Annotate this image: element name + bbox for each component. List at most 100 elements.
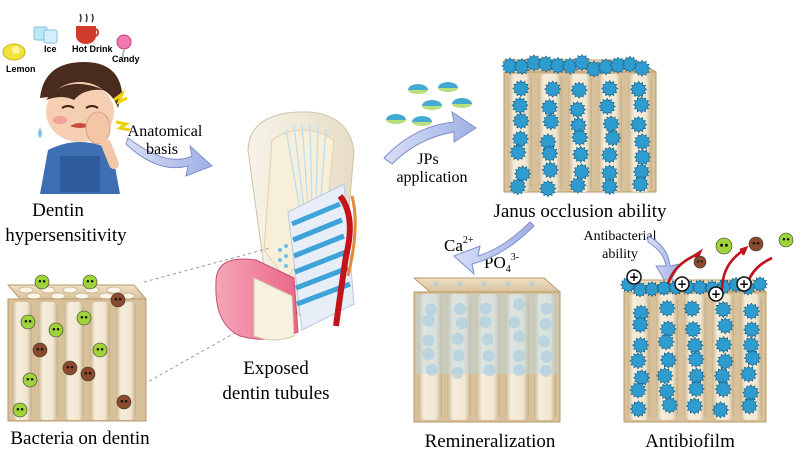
positive-charge-icons: + + + + — [626, 269, 752, 302]
jp-particle-icon — [633, 148, 652, 166]
mineral-particle-icon — [482, 349, 495, 362]
brown-bacterium-icon — [32, 342, 48, 358]
jp-particle-icon — [739, 365, 758, 383]
mineral-particle-icon — [512, 349, 525, 362]
anatomical-basis-label-line1: Anatomical — [128, 123, 203, 140]
ice-label: Ice — [44, 44, 57, 54]
jps-particles — [386, 82, 472, 126]
jp-particle-icon — [742, 384, 760, 402]
connector-line-top — [143, 247, 271, 283]
mineral-particle-icon — [513, 364, 526, 377]
mineral-particle-icon — [481, 333, 494, 346]
jp-particle-icon — [512, 112, 530, 130]
brown-bacterium-icon — [62, 360, 78, 376]
jp-particle-icon — [633, 59, 651, 77]
mineral-particle-icon — [537, 335, 550, 348]
jp-particle-icon — [525, 54, 543, 72]
mineral-particle-icon — [422, 314, 435, 327]
jp-particle-icon — [572, 163, 591, 181]
jp-particle-icon — [740, 397, 758, 415]
jp-particle-icon — [573, 53, 591, 72]
mineral-particle-icon — [513, 298, 526, 311]
green-bacterium-icon — [76, 310, 92, 326]
jp-particle-icon — [661, 396, 679, 414]
jp-particle-icon — [571, 145, 590, 164]
antibiofilm-particle-cluster — [620, 276, 768, 419]
green-bacterium-icon — [20, 314, 36, 330]
connector-line-bottom — [143, 329, 241, 385]
mineral-particle-icon — [422, 347, 435, 360]
jp-particle-icon — [656, 367, 674, 385]
mineral-particle-icon — [453, 303, 466, 316]
jp-particle-icon — [633, 133, 651, 151]
jp-particle-icon — [511, 96, 529, 115]
mineral-particle-icon — [479, 315, 492, 328]
jp-particle-icon — [716, 352, 734, 371]
green-bacterium-icon — [82, 274, 98, 290]
antibacterial-arrow — [647, 235, 681, 288]
jp-particle-icon — [511, 130, 530, 148]
lemon-icon — [2, 43, 26, 61]
remineralization-block — [412, 277, 562, 423]
jp-particle-icon — [602, 115, 620, 133]
jp-particle-icon — [659, 351, 678, 369]
jp-particle-icon — [685, 397, 704, 415]
candy-icon — [116, 34, 132, 61]
exposed-dentin-label-line2: dentin tubules — [222, 383, 329, 404]
brown-bacterium-icon — [693, 255, 707, 269]
jp-particle-icon — [631, 315, 649, 334]
jp-particle-icon — [632, 96, 651, 114]
remineralization-arrow — [453, 221, 535, 276]
mineral-particle-icon — [513, 330, 526, 343]
jp-particle-icon — [629, 80, 648, 99]
green-bacterium-icon — [715, 237, 733, 255]
jp-particle-icon — [658, 299, 676, 317]
jp-particle-icon — [633, 369, 651, 387]
mineral-particle-icon — [455, 317, 468, 330]
exposed-dentin-label-line1: Exposed — [243, 358, 309, 379]
dentin-hypersensitivity-label-line2: hypersensitivity — [5, 225, 127, 246]
jp-particle-icon — [539, 179, 557, 198]
jp-particle-icon — [687, 350, 705, 368]
jp-particle-icon — [597, 58, 615, 76]
jp-particle-icon — [714, 335, 733, 354]
stimuli-group — [2, 13, 132, 61]
janus-occlusion-label: Janus occlusion ability — [493, 201, 667, 222]
jp-particle-icon — [513, 165, 532, 183]
green-bacterium-icon — [12, 402, 28, 418]
remineralization-particle-cluster — [422, 298, 553, 379]
antibiofilm-label: Antibiofilm — [645, 431, 735, 452]
jp-particle-icon — [632, 304, 650, 322]
antibacterial-label-line2: ability — [602, 247, 638, 262]
jp-particle-icon — [509, 143, 527, 161]
jps-label-line2: application — [396, 169, 467, 186]
jp-particle-icon — [714, 300, 732, 319]
jp-particle-icon — [743, 321, 761, 339]
jp-particle-icon — [692, 279, 708, 296]
mineral-particle-icon — [452, 349, 465, 362]
jps-label-line1: JPs — [417, 151, 438, 168]
jp-particle-icon — [629, 381, 647, 399]
jp-particle-icon — [632, 281, 648, 298]
green-bacterium-icon — [778, 232, 794, 248]
green-bacterium-icon — [34, 274, 50, 290]
hot-drink-icon — [76, 13, 100, 44]
anatomical-basis-arrow — [125, 137, 213, 177]
bacteria-cluster — [12, 274, 132, 418]
jp-particle-icon — [629, 352, 647, 370]
jp-particle-icon — [540, 98, 559, 116]
jp-particle-icon — [743, 349, 762, 367]
calcium-ion-label: Ca2+ — [444, 235, 474, 255]
green-bacterium-icon — [48, 322, 64, 338]
jp-particle-icon — [629, 400, 648, 418]
mineral-particle-icon — [422, 334, 435, 347]
antibacterial-label-line1: Antibacterial — [583, 229, 656, 244]
jp-particle-icon — [541, 161, 559, 179]
candy-label: Candy — [112, 54, 140, 64]
mineral-particle-icon — [539, 318, 552, 331]
jp-particle-icon — [571, 128, 589, 147]
mineral-particle-icon — [483, 364, 496, 377]
jp-particle-icon — [683, 299, 701, 318]
green-bacterium-icon — [22, 372, 38, 388]
